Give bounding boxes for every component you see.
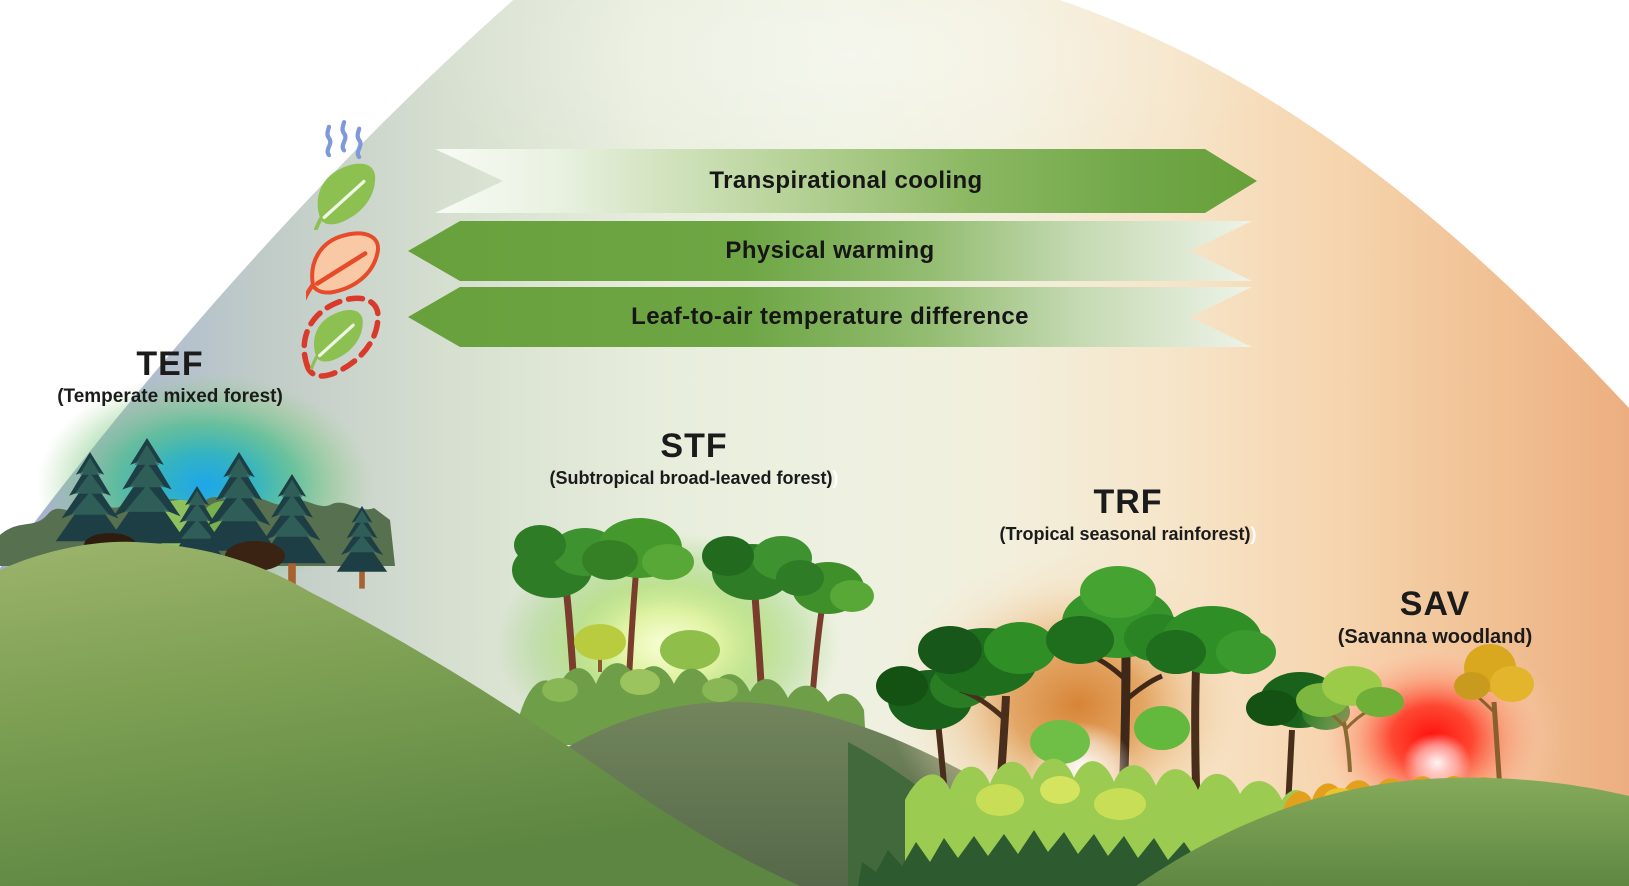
biome-name: (Temperate mixed forest)	[57, 385, 283, 407]
arrow-transpirational-cooling: Transpirational cooling	[435, 149, 1257, 213]
sav-hill	[1136, 777, 1629, 886]
warm-leaf-icon	[306, 231, 380, 306]
arrow-label: Transpirational cooling	[709, 167, 983, 194]
green-leaf	[310, 310, 363, 371]
tef-forest-illustration	[0, 373, 395, 597]
arrow-label: Leaf-to-air temperature difference	[631, 303, 1029, 330]
sav-woodland-illustration	[1136, 630, 1629, 886]
biome-name: (Savanna woodland)	[1337, 625, 1533, 648]
dashed-red-outline	[301, 295, 381, 379]
biome-code: TRF	[1093, 483, 1163, 521]
biome-code: TEF	[136, 345, 204, 383]
ghost-paren: )	[832, 467, 839, 488]
biome-label-sav: SAV (Savanna woodland)	[1310, 586, 1560, 648]
biome-label-trf: TRF (Tropical seasonal rainforest))	[958, 484, 1298, 544]
green-leaf	[313, 163, 376, 230]
biome-name: (Subtropical broad-leaved forest))	[549, 467, 839, 488]
transpiring-leaf-icon	[313, 118, 376, 230]
arrow-leaf-to-air-difference: Leaf-to-air temperature difference	[408, 287, 1252, 347]
tef-hill	[0, 541, 800, 886]
biome-code: SAV	[1399, 585, 1471, 623]
ghost-paren: )	[1250, 523, 1257, 544]
arrow-label: Physical warming	[725, 237, 935, 264]
arrow-physical-warming: Physical warming	[408, 221, 1252, 281]
dashed-outline-leaf-icon	[301, 295, 381, 379]
biome-code: STF	[660, 427, 728, 465]
biome-name: (Tropical seasonal rainforest))	[999, 523, 1257, 544]
biome-label-stf: STF (Subtropical broad-leaved forest))	[518, 428, 870, 488]
biome-label-tef: TEF (Temperate mixed forest)	[40, 346, 300, 407]
steam-lines	[327, 122, 360, 157]
